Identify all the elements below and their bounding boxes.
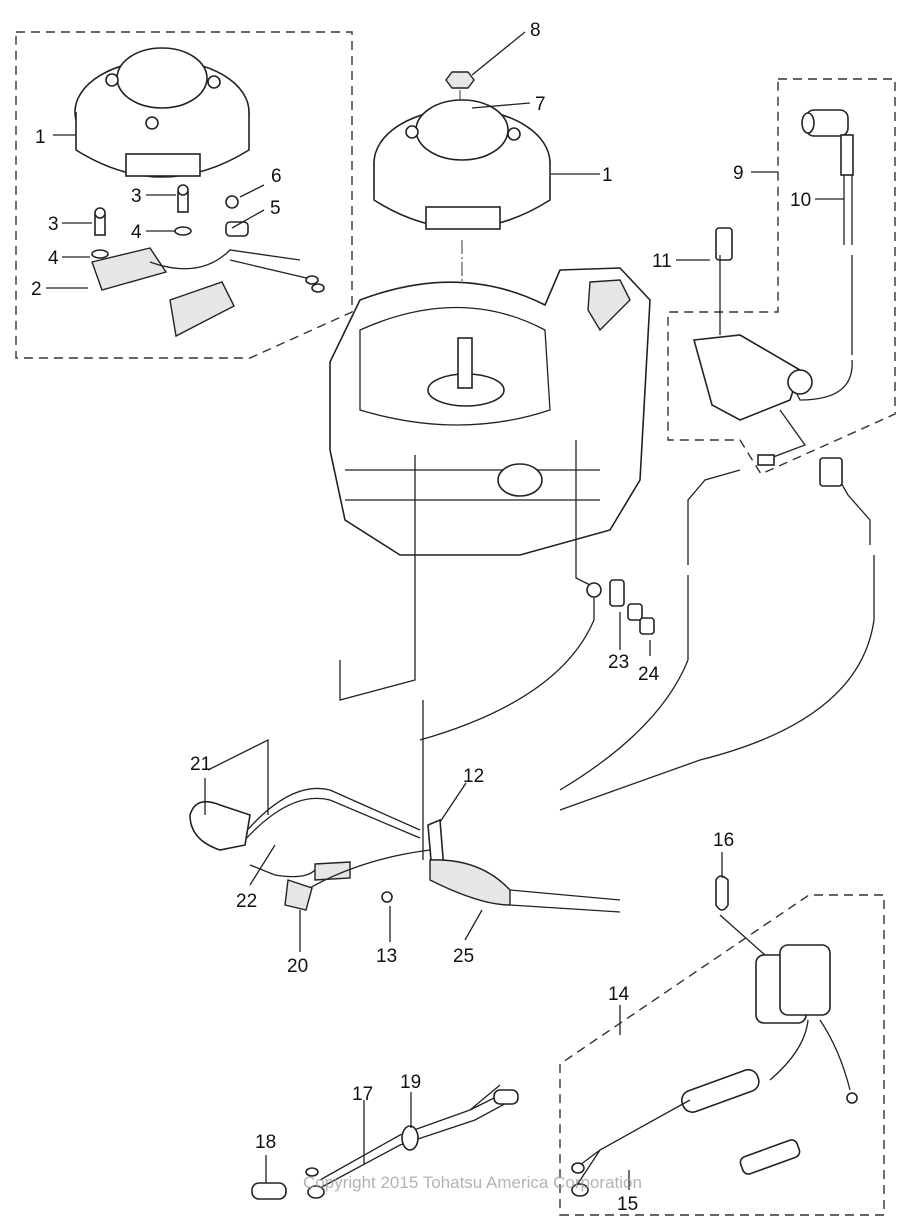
callout-21: 21	[190, 754, 211, 775]
callout-1-kit: 1	[35, 127, 46, 148]
sub-harness	[251, 1084, 519, 1200]
callout-7: 7	[535, 94, 546, 115]
callout-17: 17	[352, 1084, 373, 1105]
callout-25: 25	[453, 946, 474, 967]
callout-24: 24	[638, 664, 660, 685]
stator-coil	[91, 247, 325, 338]
callout-3-left: 3	[48, 214, 59, 235]
callout-13: 13	[376, 946, 397, 967]
ground-terminal	[419, 440, 655, 741]
callout-18: 18	[255, 1132, 276, 1153]
wiring-right	[559, 457, 875, 811]
callout-14: 14	[608, 984, 630, 1005]
flywheel-main	[373, 99, 551, 340]
callout-20: 20	[287, 956, 308, 977]
flywheel-kit	[74, 47, 250, 178]
callout-10: 10	[790, 190, 811, 211]
callout-9: 9	[733, 163, 744, 184]
callout-16: 16	[713, 830, 734, 851]
callout-15: 15	[617, 1194, 638, 1215]
callout-3-center: 3	[131, 186, 142, 207]
callout-4-center: 4	[131, 222, 142, 243]
copyright-watermark: Copyright 2015 Tohatsu America Corporati…	[303, 1173, 642, 1192]
group-box-rectifier	[559, 894, 885, 1216]
callout-2: 2	[31, 279, 42, 300]
rectifier	[571, 875, 858, 1197]
leader-lines	[46, 31, 844, 1190]
group-box-ignition-coil	[667, 78, 896, 475]
callout-8: 8	[530, 20, 541, 41]
engine-block	[329, 267, 651, 556]
spark-plug-cap	[789, 109, 854, 401]
stop-switch-harness	[189, 455, 621, 913]
callout-6: 6	[271, 166, 282, 187]
callout-22: 22	[236, 891, 257, 912]
callout-12: 12	[463, 766, 484, 787]
callout-5: 5	[270, 198, 281, 219]
callout-19: 19	[400, 1072, 421, 1093]
callout-1-main: 1	[602, 165, 613, 186]
ignition-coil	[692, 227, 813, 466]
callout-23: 23	[608, 652, 629, 673]
callout-4-left: 4	[48, 248, 59, 269]
callout-11: 11	[652, 251, 672, 272]
screws-washers-kit	[91, 184, 249, 259]
